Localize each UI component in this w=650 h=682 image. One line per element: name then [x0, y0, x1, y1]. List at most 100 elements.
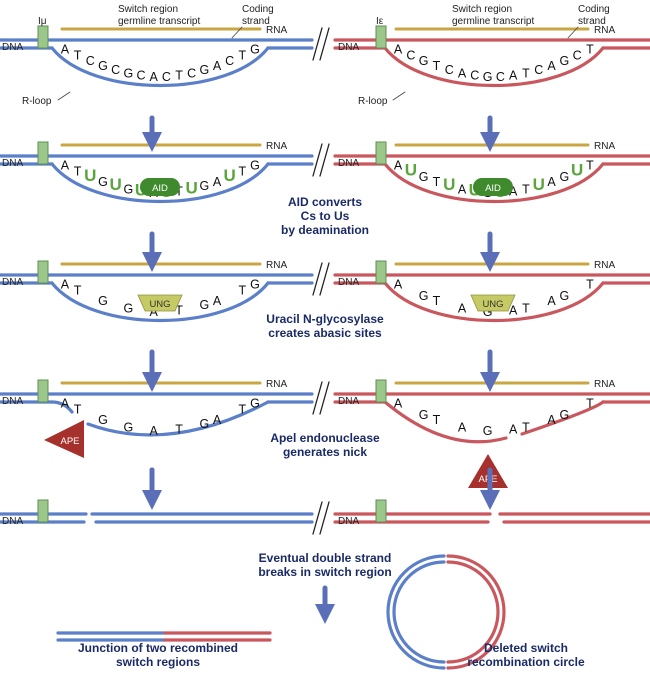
right-base-letter: T — [586, 277, 594, 291]
left-base-letter: T — [74, 164, 82, 178]
right-base-letter: C — [470, 69, 479, 83]
right-base-letter: A — [547, 294, 556, 308]
result-right-caption-line-2: recombination circle — [467, 655, 585, 669]
right-germline-transcript-label: germline transcript — [452, 16, 534, 27]
left-base-letter: G — [199, 63, 209, 77]
left-r-loop-strand — [50, 400, 74, 414]
right-base-letter: A — [458, 420, 467, 434]
left-strand-label: strand — [242, 16, 270, 27]
left-base-letter: G — [98, 413, 108, 427]
right-base-letter: T — [433, 294, 441, 308]
left-base-letter: G — [250, 158, 260, 172]
left-base-letter: C — [136, 69, 145, 83]
right-base-letter: A — [458, 182, 467, 196]
left-base-letter: T — [175, 69, 183, 83]
right-ung-label: UNG — [482, 299, 503, 310]
right-base-letter: G — [483, 305, 493, 319]
right-dna-label: DNA — [338, 396, 359, 407]
right-promoter-box — [375, 141, 387, 165]
i-mu-label: Iμ — [38, 16, 47, 27]
right-r-loop-strand — [520, 400, 605, 436]
right-r-loop-label: R-loop — [358, 96, 388, 107]
right-base-letter: G — [559, 170, 569, 184]
left-base-letter: A — [213, 294, 222, 308]
r-loop-pointer — [57, 91, 71, 101]
break-slash — [312, 27, 323, 61]
circle-inner-red — [446, 560, 500, 664]
left-base-letter: C — [111, 63, 120, 77]
left-base-letter: G — [199, 298, 209, 312]
step1-caption-line-1: AID converts — [288, 195, 362, 209]
left-rna-label: RNA — [266, 25, 287, 36]
step3-caption-line-2: generates nick — [283, 445, 367, 459]
left-promoter-box — [37, 141, 49, 165]
break-slash — [319, 262, 330, 296]
right-base-letter: A — [509, 423, 518, 437]
break-mark — [312, 381, 330, 415]
right-aid-label: AID — [485, 183, 501, 194]
i-epsilon-label: Iε — [376, 16, 384, 27]
left-base-letter: T — [239, 164, 247, 178]
right-base-letter: A — [394, 42, 403, 56]
right-coding-label: Coding — [578, 4, 610, 15]
right-ung-enzyme — [470, 294, 516, 312]
right-base-letter: C — [445, 63, 454, 77]
right-r-loop-strand — [383, 162, 605, 203]
right-uracil-letter: U — [571, 160, 583, 179]
left-uracil-letter: U — [186, 178, 198, 197]
step4-caption-line-2: breaks in switch region — [258, 565, 391, 579]
step4-caption-line-1: Eventual double strand — [259, 551, 392, 565]
left-switch-region-label: Switch region — [118, 4, 178, 15]
left-promoter-box — [37, 260, 49, 284]
left-dna-label: DNA — [2, 158, 23, 169]
left-base-letter: A — [149, 424, 158, 438]
break-slash — [319, 143, 330, 177]
right-dna-label: DNA — [338, 158, 359, 169]
left-base-letter: T — [239, 283, 247, 297]
r-loop-pointer — [392, 91, 406, 101]
right-base-letter: G — [483, 70, 493, 84]
left-base-letter: T — [239, 48, 247, 62]
left-base-letter: C — [225, 54, 234, 68]
left-base-letter: C — [187, 66, 196, 80]
left-promoter-box — [37, 379, 49, 403]
left-base-letter: T — [74, 283, 82, 297]
right-base-letter: T — [586, 42, 594, 56]
circle-inner-blue — [392, 560, 446, 664]
right-base-letter: A — [509, 185, 518, 199]
right-promoter-box — [375, 499, 387, 523]
right-uracil-letter: U — [405, 160, 417, 179]
left-dna-label: DNA — [2, 396, 23, 407]
right-base-letter: T — [586, 158, 594, 172]
left-uracil-letter: U — [84, 166, 96, 185]
left-ape-enzyme — [44, 420, 84, 458]
left-base-letter: A — [61, 42, 70, 56]
left-base-letter: A — [149, 70, 158, 84]
right-r-loop-strand — [383, 281, 605, 322]
right-r-loop-strand — [383, 400, 508, 444]
right-base-letter: T — [522, 301, 530, 315]
left-r-loop-strand — [50, 46, 270, 87]
right-base-letter: G — [483, 424, 493, 438]
break-mark — [312, 143, 330, 177]
left-base-letter: G — [199, 179, 209, 193]
left-base-letter: A — [61, 158, 70, 172]
break-mark — [312, 27, 330, 61]
right-dna-label: DNA — [338, 516, 359, 527]
left-ape-label: APE — [60, 436, 79, 447]
left-base-letter: G — [98, 175, 108, 189]
right-base-letter: C — [406, 48, 415, 62]
left-base-letter: G — [123, 66, 133, 80]
right-base-letter: G — [419, 289, 429, 303]
right-base-letter: C — [534, 63, 543, 77]
left-base-letter: G — [98, 59, 108, 73]
circle-outer-red — [446, 554, 506, 670]
right-base-letter: C — [573, 48, 582, 62]
right-base-letter: G — [419, 170, 429, 184]
left-base-letter: T — [175, 185, 183, 199]
step3-caption-line-1: Apel endonuclease — [270, 431, 380, 445]
right-promoter-box — [375, 260, 387, 284]
top-labels: Iμ Iε Switch region germline transcript Codi… — [22, 4, 610, 107]
